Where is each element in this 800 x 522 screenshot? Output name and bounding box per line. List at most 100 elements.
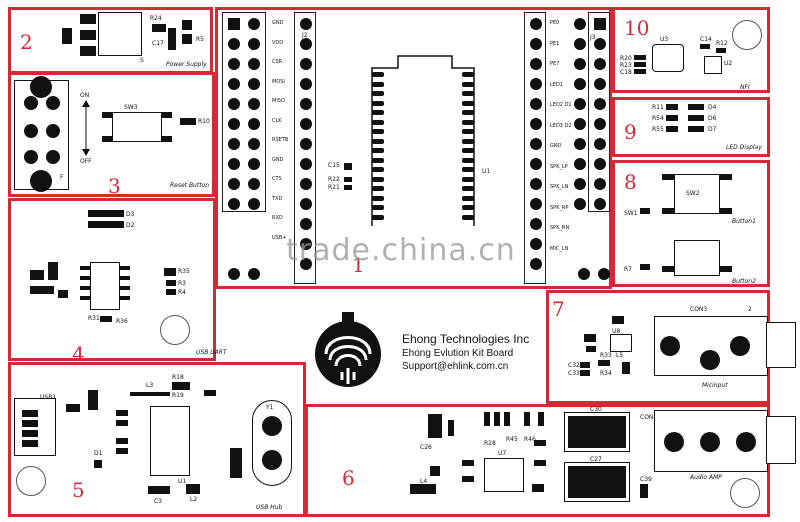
label-c26: C26 — [420, 444, 432, 451]
header-right-pin-label: GND — [550, 143, 562, 149]
label-r54: R54 — [652, 115, 664, 122]
header-pin — [594, 118, 606, 130]
switch-pin — [24, 150, 38, 164]
switch-pad — [162, 112, 172, 118]
mic-smd — [612, 316, 624, 324]
hub-smd — [186, 484, 200, 494]
module-pad — [372, 205, 384, 210]
header-pin — [248, 178, 260, 190]
uart-smd — [80, 276, 90, 280]
header-pin — [530, 258, 542, 270]
module-pad — [462, 167, 474, 172]
label-c15: C15 — [328, 162, 340, 169]
usb-connector — [14, 398, 56, 456]
led-res — [666, 126, 678, 132]
switch-pad — [720, 174, 732, 180]
switch-pad — [640, 208, 650, 214]
uart-smd — [120, 266, 130, 270]
label-pin2: 2 — [748, 306, 752, 313]
header-pin — [228, 138, 240, 150]
switch-pad — [102, 136, 112, 142]
caption-usb-hub: USB Hub — [256, 504, 283, 511]
caption-power-supply: Power Supply — [166, 61, 207, 68]
module-pad — [462, 195, 474, 201]
mounting-hole — [160, 315, 190, 345]
power-smd-pad — [80, 46, 96, 56]
header-pin — [248, 98, 260, 110]
region-number-1: 1 — [352, 253, 365, 277]
reset-switch-body — [112, 112, 162, 142]
nfi-u2 — [704, 56, 722, 74]
header-left-pin-label: CLK — [272, 117, 282, 124]
header-pin — [228, 98, 240, 110]
header-right-pin-label: SPK_LP — [550, 163, 568, 170]
label-r7: R7 — [624, 266, 632, 273]
switch-pin — [46, 124, 60, 138]
header-left-pin-label: RSETB — [272, 137, 289, 143]
header-pin — [574, 98, 586, 110]
header-pin — [530, 218, 542, 230]
hub-smd — [204, 390, 216, 396]
module-pad — [462, 100, 474, 106]
header-right-pin-label: LED3 D2 — [550, 122, 572, 129]
region-buttons — [612, 160, 770, 287]
power-smd-pad — [152, 24, 166, 32]
header-pin — [594, 198, 606, 210]
hub-smd — [230, 448, 242, 478]
module-pad — [462, 81, 474, 87]
label-u1-hub: U1 — [178, 478, 187, 485]
caption-button1: Button1 — [732, 218, 756, 225]
region-usb-hub — [8, 362, 306, 517]
caption-reset-button: Reset Button — [170, 182, 210, 189]
amp-smd — [494, 412, 500, 426]
module-pad — [372, 81, 384, 87]
amp-smd — [534, 460, 546, 466]
header-pin — [300, 78, 312, 90]
nfi-smd — [716, 48, 726, 53]
header-left-pin-label: TXD — [272, 195, 283, 202]
usb-pad-round — [578, 268, 590, 280]
company-name: Ehong Technologies Inc — [402, 332, 530, 346]
module-pad — [372, 214, 384, 220]
label-r28: R28 — [484, 440, 496, 447]
caption-usb-uart: USB UART — [196, 349, 227, 356]
module-pad — [462, 176, 474, 182]
led-pad — [88, 210, 124, 217]
module-pad — [372, 91, 384, 96]
header-pin — [300, 118, 312, 130]
label-r19: R19 — [172, 392, 184, 399]
header-pin — [574, 18, 586, 30]
header-pin — [574, 38, 586, 50]
watermark: trade.china.cn — [286, 233, 516, 268]
label-c27: C27 — [590, 456, 602, 463]
label-r55: R55 — [652, 126, 664, 133]
header-pin — [574, 78, 586, 90]
header-pin — [228, 78, 240, 90]
caption-audio-amp: Audio AMP — [690, 474, 722, 481]
label-u8: U8 — [612, 328, 621, 335]
led — [688, 115, 704, 121]
nfi-smd — [634, 62, 646, 67]
cap-body — [568, 466, 626, 498]
label-r45: R45 — [506, 436, 518, 443]
mic-jack-pin — [660, 336, 680, 356]
label-f: F — [60, 174, 64, 181]
switch-pad — [102, 112, 112, 118]
header-pin — [300, 138, 312, 150]
regulator-ic — [98, 12, 142, 56]
header-right-pin-label: LED2 D1 — [550, 102, 572, 108]
hub-smd — [66, 404, 80, 412]
nfi-smd — [634, 55, 646, 60]
amp-smd — [462, 476, 474, 482]
hub-smd — [116, 438, 128, 444]
module-pad — [372, 138, 384, 144]
header-right-pin-label: LED1 — [550, 81, 563, 88]
header-pin — [594, 158, 606, 170]
switch-mount — [30, 76, 52, 98]
module-pad — [372, 119, 384, 125]
uart-smd — [166, 289, 176, 295]
header-pin — [300, 98, 312, 110]
module-pad — [372, 167, 384, 172]
label-r31: R31 — [88, 315, 100, 322]
label-r10: R10 — [198, 118, 210, 125]
